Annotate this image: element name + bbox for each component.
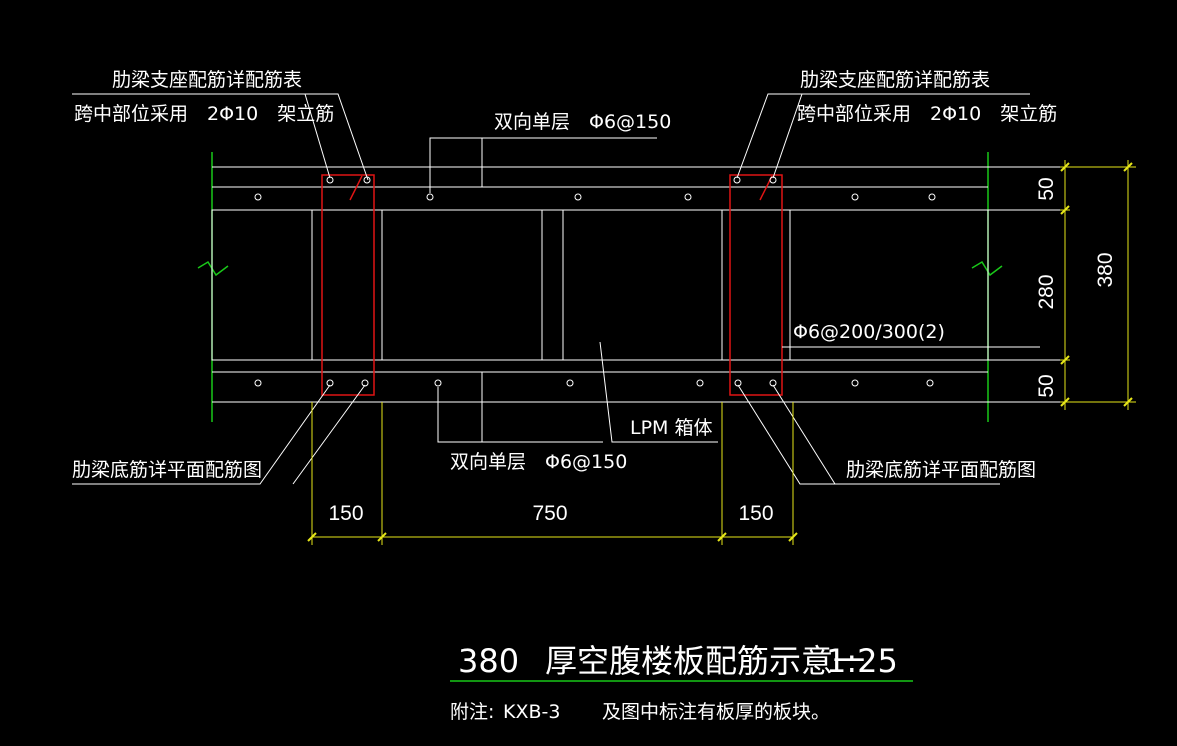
label-support-table-left: 肋梁支座配筋详配筋表 [112, 69, 302, 91]
left-break-symbol [197, 260, 229, 277]
dim-bottom-flange: 50 [1035, 374, 1058, 397]
rebar-dot [574, 193, 582, 201]
rebar-dot [434, 379, 442, 387]
title-thickness: 380 [458, 642, 519, 680]
rebar-dot [254, 193, 262, 201]
void-left-partial [211, 209, 313, 361]
title-name: 厚空腹楼板配筋示意一 [545, 642, 865, 680]
title-scale: 1:25 [826, 642, 898, 680]
rebar-dot [326, 379, 334, 387]
note-code: KXB-3 [503, 701, 560, 723]
rebar-dot [254, 379, 262, 387]
rebar-dot [851, 193, 859, 201]
rebar-dot [566, 379, 574, 387]
label-bottom-bar-right: 肋梁底筋详平面配筋图 [846, 459, 1036, 481]
rebar-dot [851, 379, 859, 387]
label-lpm-box: LPM 箱体 [630, 417, 712, 439]
dim-void-height: 280 [1035, 274, 1058, 309]
rebar-dots [254, 176, 936, 387]
rib-beam-stirrup-left [321, 174, 375, 396]
label-midspan-right: 跨中部位采用 2Φ10 架立筋 [797, 103, 1057, 125]
dimension-lines [307, 160, 1136, 545]
label-bottom-bar-left: 肋梁底筋详平面配筋图 [72, 459, 262, 481]
label-bottom-mesh: 双向单层 Φ6@150 [450, 451, 627, 473]
leader-lines [72, 93, 1040, 485]
rebar-dot [928, 193, 936, 201]
stirrup-hook-left [349, 175, 363, 201]
rebar-dot [696, 379, 704, 387]
rebar-dot [361, 379, 369, 387]
label-top-mesh: 双向单层 Φ6@150 [494, 111, 671, 133]
label-midspan-left: 跨中部位采用 2Φ10 架立筋 [74, 103, 334, 125]
void-right-partial [789, 209, 989, 361]
dim-rib-right: 150 [738, 502, 773, 525]
rebar-dot [734, 379, 742, 387]
dim-rib-left: 150 [328, 502, 363, 525]
dim-top-flange: 50 [1035, 177, 1058, 200]
rebar-dot [684, 193, 692, 201]
label-support-table-right: 肋梁支座配筋详配筋表 [800, 69, 990, 91]
right-break-symbol [971, 260, 1003, 277]
slab-section [197, 152, 1060, 422]
rebar-dot [769, 379, 777, 387]
label-stirrup: Φ6@200/300(2) [793, 321, 945, 343]
rib-beam-stirrup-right [729, 174, 783, 396]
rebar-dot [926, 379, 934, 387]
void-box-1 [381, 209, 543, 361]
dim-total-thickness: 380 [1094, 252, 1117, 287]
rebar-dot [426, 193, 434, 201]
dim-void-width: 750 [532, 502, 567, 525]
void-box-2 [562, 209, 723, 361]
note-text: 及图中标注有板厚的板块。 [602, 701, 830, 723]
note-prefix: 附注: [450, 701, 494, 723]
